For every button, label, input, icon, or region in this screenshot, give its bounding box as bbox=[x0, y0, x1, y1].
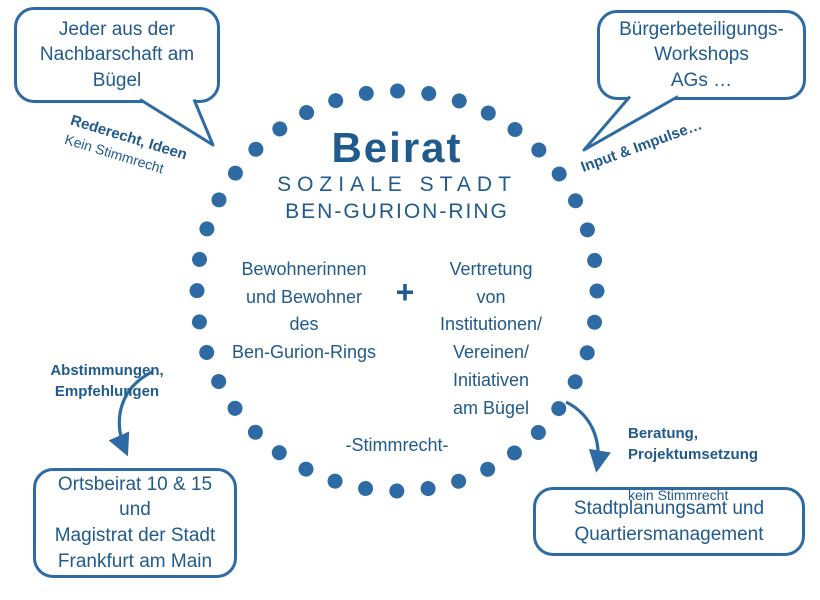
box-bottom-right-text: Stadtplanungsamt und Quartiersmanagement bbox=[573, 497, 765, 545]
speech-bubble-top-right-text: Bürgerbeteiligungs- Workshops AGs … bbox=[619, 18, 784, 91]
subtitle-line2: BEN-GURION-RING bbox=[285, 200, 509, 224]
voting-right-note: -Stimmrecht- bbox=[345, 434, 449, 455]
annotation-left: Abstimmungen, Empfehlungen bbox=[50, 362, 164, 400]
member-group-left: Bewohnerinnen und Bewohner des Ben-Gurio… bbox=[231, 258, 377, 363]
annotation-right: Beratung, Projektumsetzung kein Stimmrec… bbox=[628, 402, 758, 527]
circle-content: Beirat SOZIALE STADT BEN-GURION-RING Bew… bbox=[182, 124, 612, 456]
subtitle-line1: SOZIALE STADT bbox=[277, 173, 517, 197]
speech-bubble-top-left: Jeder aus der Nachbarschaft am Bügel bbox=[14, 7, 220, 103]
page-title: Beirat bbox=[331, 124, 463, 171]
annotation-top-left: Rederecht, Ideen Kein Stimmrecht bbox=[62, 110, 189, 184]
box-bottom-right: Stadtplanungsamt und Quartiersmanagement bbox=[533, 487, 805, 556]
box-bottom-left: Ortsbeirat 10 & 15 und Magistrat der Sta… bbox=[33, 468, 237, 578]
box-bottom-left-text: Ortsbeirat 10 & 15 und Magistrat der Sta… bbox=[54, 473, 216, 572]
annotation-right-note: kein Stimmrecht bbox=[628, 487, 729, 503]
speech-bubble-top-left-text: Jeder aus der Nachbarschaft am Bügel bbox=[39, 18, 195, 91]
speech-bubble-top-right: Bürgerbeteiligungs- Workshops AGs … bbox=[597, 10, 806, 100]
member-groups-row: Bewohnerinnen und Bewohner des Ben-Gurio… bbox=[182, 256, 612, 423]
plus-sign: + bbox=[395, 273, 415, 310]
annotation-right-bold: Beratung, Projektumsetzung bbox=[628, 425, 759, 463]
member-group-right: Vertretung von Institutionen/ Vereinen/ … bbox=[439, 258, 543, 419]
